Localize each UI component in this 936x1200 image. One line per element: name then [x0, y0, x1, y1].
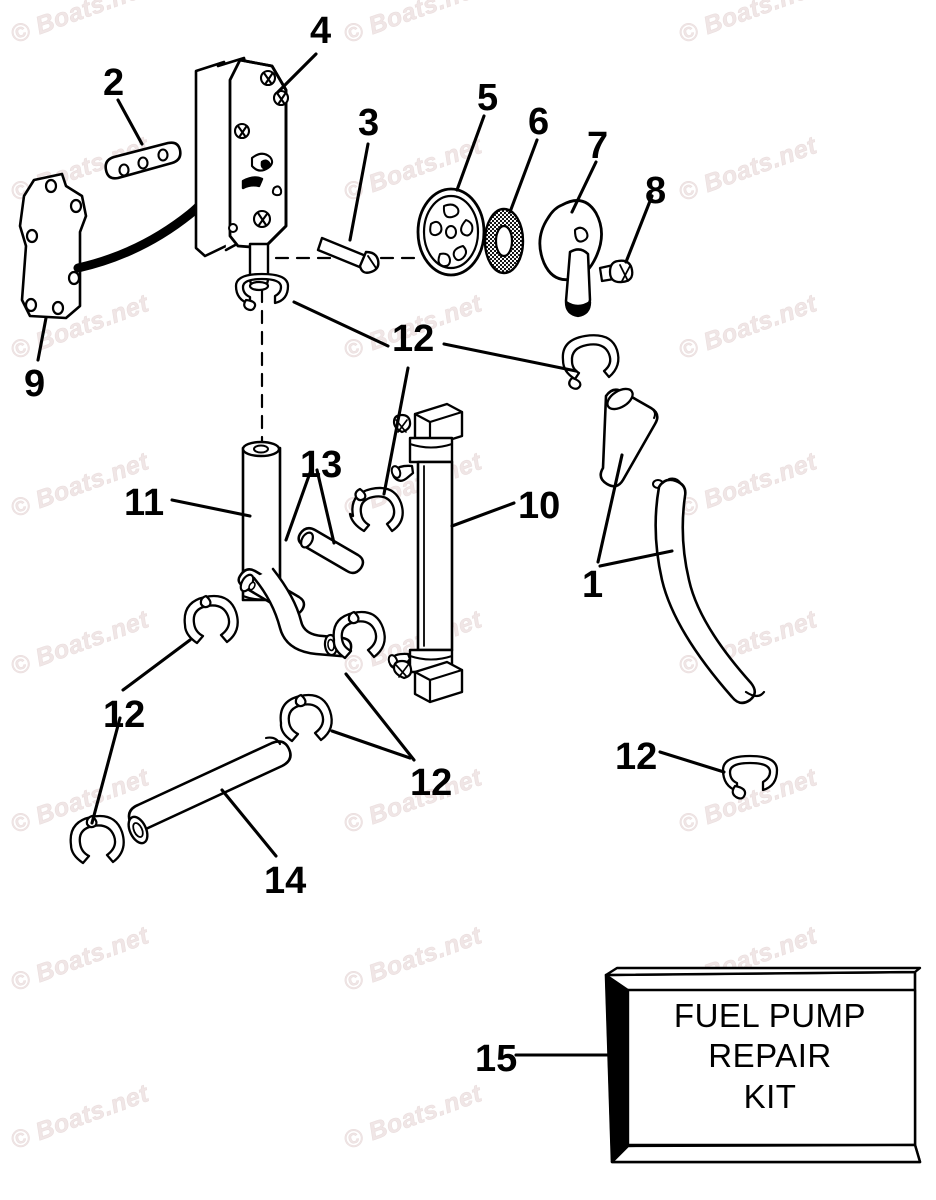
callout-number-14: 14 — [264, 860, 307, 902]
part-15-repair-kit-box — [604, 966, 922, 1164]
part-7-diaphragm — [538, 199, 603, 318]
part-12-clamp-d — [183, 594, 239, 645]
callout-number-6: 6 — [528, 101, 550, 143]
callout-number-1: 1 — [582, 564, 604, 606]
part-8-short-screw — [598, 259, 634, 284]
part-1-hose-long — [654, 477, 766, 705]
callout-number-4: 4 — [310, 10, 332, 52]
callout-number-12: 12 — [615, 736, 658, 778]
leader-lines — [36, 52, 726, 1057]
repair-kit-box-label: FUEL PUMP REPAIR KIT — [620, 996, 920, 1117]
part-2-small-gasket — [104, 141, 182, 180]
callout-number-7: 7 — [587, 125, 609, 167]
part-5-valve-plate — [416, 187, 486, 277]
part-4-pump-body — [194, 56, 290, 292]
part-14-long-hose — [127, 736, 292, 845]
callout-number-15: 15 — [475, 1038, 518, 1080]
part-6-filter-screen — [483, 207, 525, 275]
part-11-standpipe — [241, 440, 282, 602]
callout-number-9: 9 — [24, 363, 46, 405]
callout-number-12: 12 — [103, 694, 146, 736]
callout-number-5: 5 — [477, 77, 499, 119]
callout-number-13: 13 — [300, 444, 343, 486]
part-10-valve-tube — [387, 402, 464, 704]
part-12-clamp-e — [332, 610, 386, 660]
part-12-clamp-f — [279, 693, 333, 743]
callout-number-2: 2 — [103, 62, 125, 104]
callout-number-8: 8 — [645, 170, 667, 212]
kit-label-line-1: FUEL PUMP — [673, 997, 867, 1034]
callout-number-10: 10 — [518, 485, 561, 527]
kit-label-line-3: KIT — [743, 1077, 797, 1115]
part-12-clamp-a — [234, 272, 290, 312]
part-3-long-screw — [316, 236, 380, 274]
part-12-clamp-g — [69, 814, 125, 865]
part-9-gasket — [18, 172, 88, 320]
part-12-clamp-c — [348, 486, 404, 533]
kit-label-line-2: REPAIR — [708, 1037, 832, 1075]
callout-number-3: 3 — [358, 102, 380, 144]
part-12-clamp-b — [561, 334, 620, 390]
fuel-line-black — [73, 185, 215, 273]
callout-number-12: 12 — [392, 318, 435, 360]
callout-number-11: 11 — [124, 482, 165, 524]
part-12-clamp-h — [721, 754, 779, 800]
part-1-hose-short — [599, 387, 664, 489]
callout-number-12: 12 — [410, 762, 453, 804]
